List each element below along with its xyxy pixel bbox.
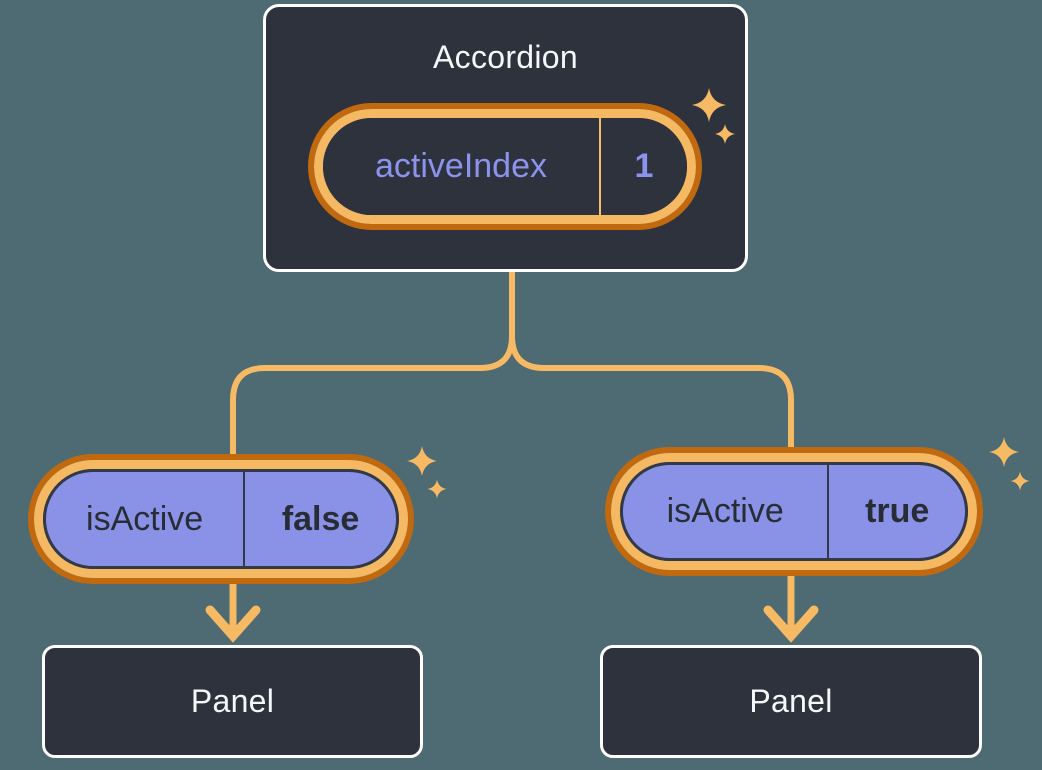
- panel-title: Panel: [749, 683, 833, 719]
- panel-title: Panel: [190, 683, 275, 719]
- prop-value: true: [865, 492, 930, 530]
- prop-value: false: [281, 499, 360, 538]
- pill-divider: [243, 472, 246, 566]
- component-title: Accordion: [433, 39, 578, 75]
- down-arrow-icon: [763, 605, 819, 643]
- state-pill-body: activeIndex 1: [323, 118, 687, 215]
- state-pill-ring: activeIndex 1: [314, 109, 696, 224]
- prop-pill-ring: isActive true: [611, 453, 977, 570]
- panel-box-right: Panel: [600, 645, 982, 758]
- branch-connector-right: [509, 269, 794, 453]
- prop-pill-left: isActive false: [28, 454, 414, 584]
- pill-divider: [827, 465, 830, 558]
- prop-name: isActive: [666, 492, 784, 530]
- down-arrow-icon: [205, 605, 261, 643]
- prop-name: isActive: [86, 499, 204, 538]
- accordion-component-box: Accordion activeIndex 1: [263, 4, 748, 272]
- state-name: activeIndex: [375, 147, 547, 185]
- prop-pill-right: isActive true: [605, 447, 983, 576]
- prop-pill-body: isActive false: [43, 469, 399, 569]
- panel-box-left: Panel: [42, 645, 423, 758]
- branch-connector-left: [230, 269, 515, 458]
- pill-divider: [599, 118, 601, 215]
- prop-pill-ring: isActive false: [34, 460, 408, 578]
- state-value: 1: [634, 147, 654, 185]
- state-pill: activeIndex 1: [308, 103, 702, 230]
- prop-pill-body: isActive true: [620, 462, 968, 561]
